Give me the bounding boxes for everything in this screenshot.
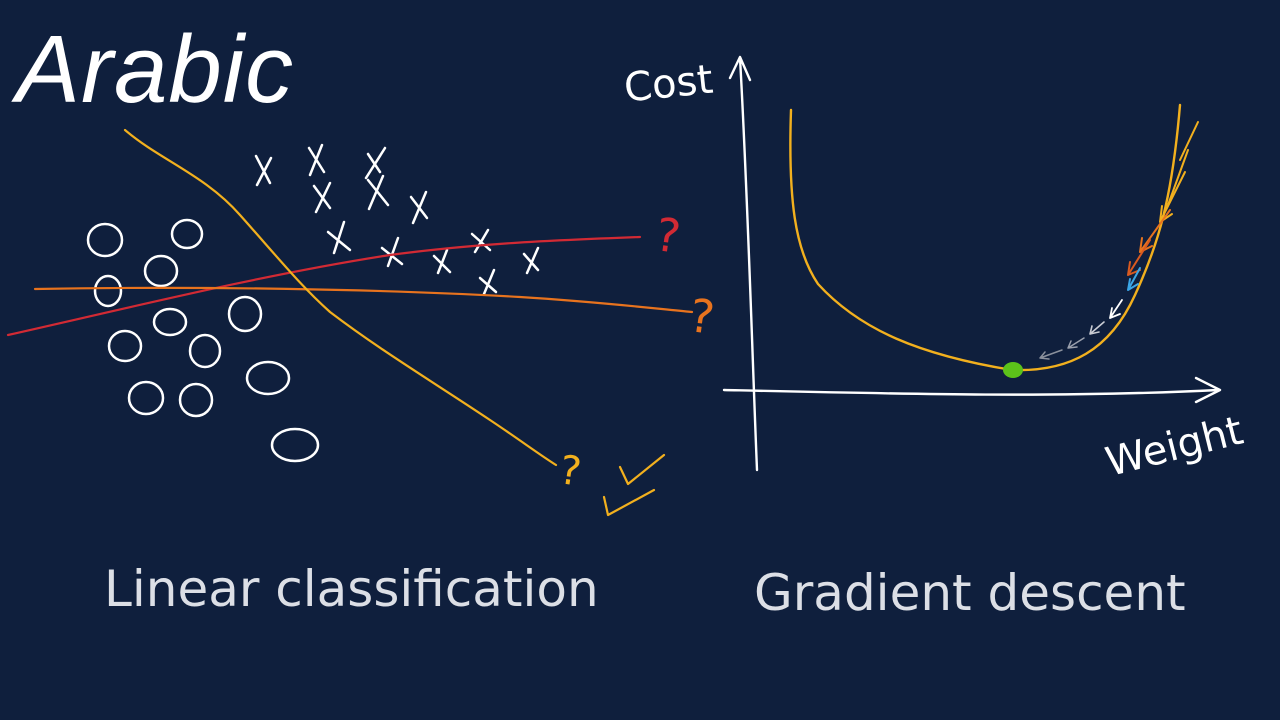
red-candidate-line: [6, 235, 642, 337]
yellow-candidate-line: [123, 128, 558, 467]
x-point: [307, 143, 326, 177]
cost-curve: [789, 103, 1182, 372]
linear-classification-diagram: ? ? ?: [6, 128, 718, 517]
y-axis: [738, 56, 759, 472]
descent-step-arrow: [1159, 171, 1186, 223]
o-point: [152, 307, 188, 337]
o-point: [93, 274, 123, 308]
y-axis-arrowhead: [728, 55, 752, 82]
slide-title: Arabic: [16, 16, 295, 123]
o-point: [227, 295, 263, 333]
descent-step-arrow: [1127, 267, 1141, 291]
yellow-check-mark: [602, 488, 656, 517]
x-point: [326, 220, 352, 255]
descent-step-arrow: [1109, 299, 1123, 319]
x-axis: [722, 388, 1220, 396]
descent-step-arrow: [1089, 321, 1105, 335]
orange-question-mark: ?: [686, 288, 718, 345]
gradient-descent-caption: Gradient descent: [754, 564, 1186, 622]
x-axis-arrowhead: [1194, 376, 1222, 404]
x-class-points: [254, 143, 540, 296]
descent-step-arrow: [1039, 349, 1063, 360]
o-point: [270, 427, 320, 463]
o-point: [86, 222, 124, 258]
y-axis-label: Cost: [622, 57, 715, 112]
x-point: [312, 181, 332, 214]
o-class-points: [86, 218, 320, 463]
minimum-point: [1003, 362, 1023, 378]
gradient-descent-diagram: Cost Weight: [622, 55, 1248, 486]
o-point: [170, 218, 204, 250]
descent-step-arrow: [1167, 121, 1199, 206]
orange-candidate-line: [33, 286, 694, 314]
o-point: [143, 254, 179, 288]
o-point: [245, 360, 291, 396]
x-point: [478, 268, 498, 296]
o-point: [127, 380, 165, 416]
x-point: [366, 174, 390, 211]
x-point: [432, 248, 452, 275]
linear-classification-caption: Linear classification: [104, 560, 599, 618]
x-point: [522, 246, 540, 275]
red-question-mark: ?: [652, 207, 684, 264]
x-axis-label: Weight: [1101, 408, 1247, 486]
o-point: [107, 329, 143, 363]
yellow-question-mark: ?: [557, 447, 584, 496]
x-point: [364, 146, 387, 180]
x-point: [470, 228, 492, 254]
o-point: [178, 382, 214, 418]
x-point: [409, 190, 429, 225]
o-point: [188, 333, 222, 369]
x-point: [380, 236, 404, 268]
x-point: [254, 154, 273, 187]
yellow-check-mark: [618, 453, 666, 486]
descent-step-arrow: [1067, 337, 1085, 349]
